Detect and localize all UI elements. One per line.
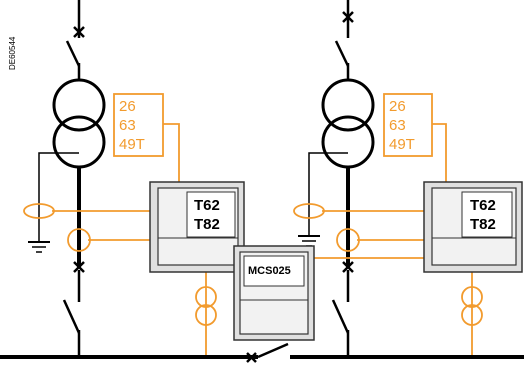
- right-power-transformer-icon: [321, 78, 375, 169]
- right-top-disconnector-icon: [334, 0, 354, 80]
- right-relay-label-1: T62: [470, 197, 496, 214]
- right-relay: T62 T82: [423, 181, 523, 273]
- left-power-transformer-icon: [52, 78, 106, 169]
- right-voltage-transformer-icon: [461, 286, 483, 326]
- left-code-2: 63: [119, 117, 136, 134]
- left-code-1: 26: [119, 98, 136, 115]
- left-neutral-current-transformer-icon: [23, 203, 55, 219]
- left-bay: 26 63 49T T62 T82: [23, 0, 245, 357]
- left-bottom-breaker-icon: [62, 261, 85, 357]
- left-signal-wiring: [52, 123, 207, 357]
- right-neutral-current-transformer-icon: [293, 203, 325, 219]
- left-relay-label-1: T62: [194, 197, 220, 214]
- coupler-relay-label: MCS025: [248, 265, 291, 277]
- figure-reference: DE60544: [8, 36, 17, 70]
- right-code-3: 49T: [389, 136, 415, 153]
- right-relay-label-2: T82: [470, 216, 496, 233]
- bus-coupler-breaker-icon: [246, 352, 257, 363]
- left-relay: T62 T82: [149, 181, 245, 273]
- busbar: [0, 342, 524, 359]
- left-voltage-transformer-icon: [195, 286, 217, 326]
- right-phase-current-transformer-icon: [336, 228, 360, 252]
- left-relay-label-2: T82: [194, 216, 220, 233]
- right-code-1: 26: [389, 98, 406, 115]
- left-top-disconnector-icon: [65, 0, 85, 80]
- left-phase-current-transformer-icon: [67, 228, 91, 252]
- right-code-2: 63: [389, 117, 406, 134]
- left-protection-codes: 26 63 49T: [113, 93, 164, 157]
- right-protection-codes: 26 63 49T: [383, 93, 433, 157]
- left-code-3: 49T: [119, 136, 145, 153]
- coupler-relay: MCS025: [233, 245, 315, 341]
- right-bay: 26 63 49T T62 T82: [293, 0, 523, 357]
- left-earth-icon: [28, 152, 79, 253]
- right-bottom-breaker-icon: [331, 261, 354, 357]
